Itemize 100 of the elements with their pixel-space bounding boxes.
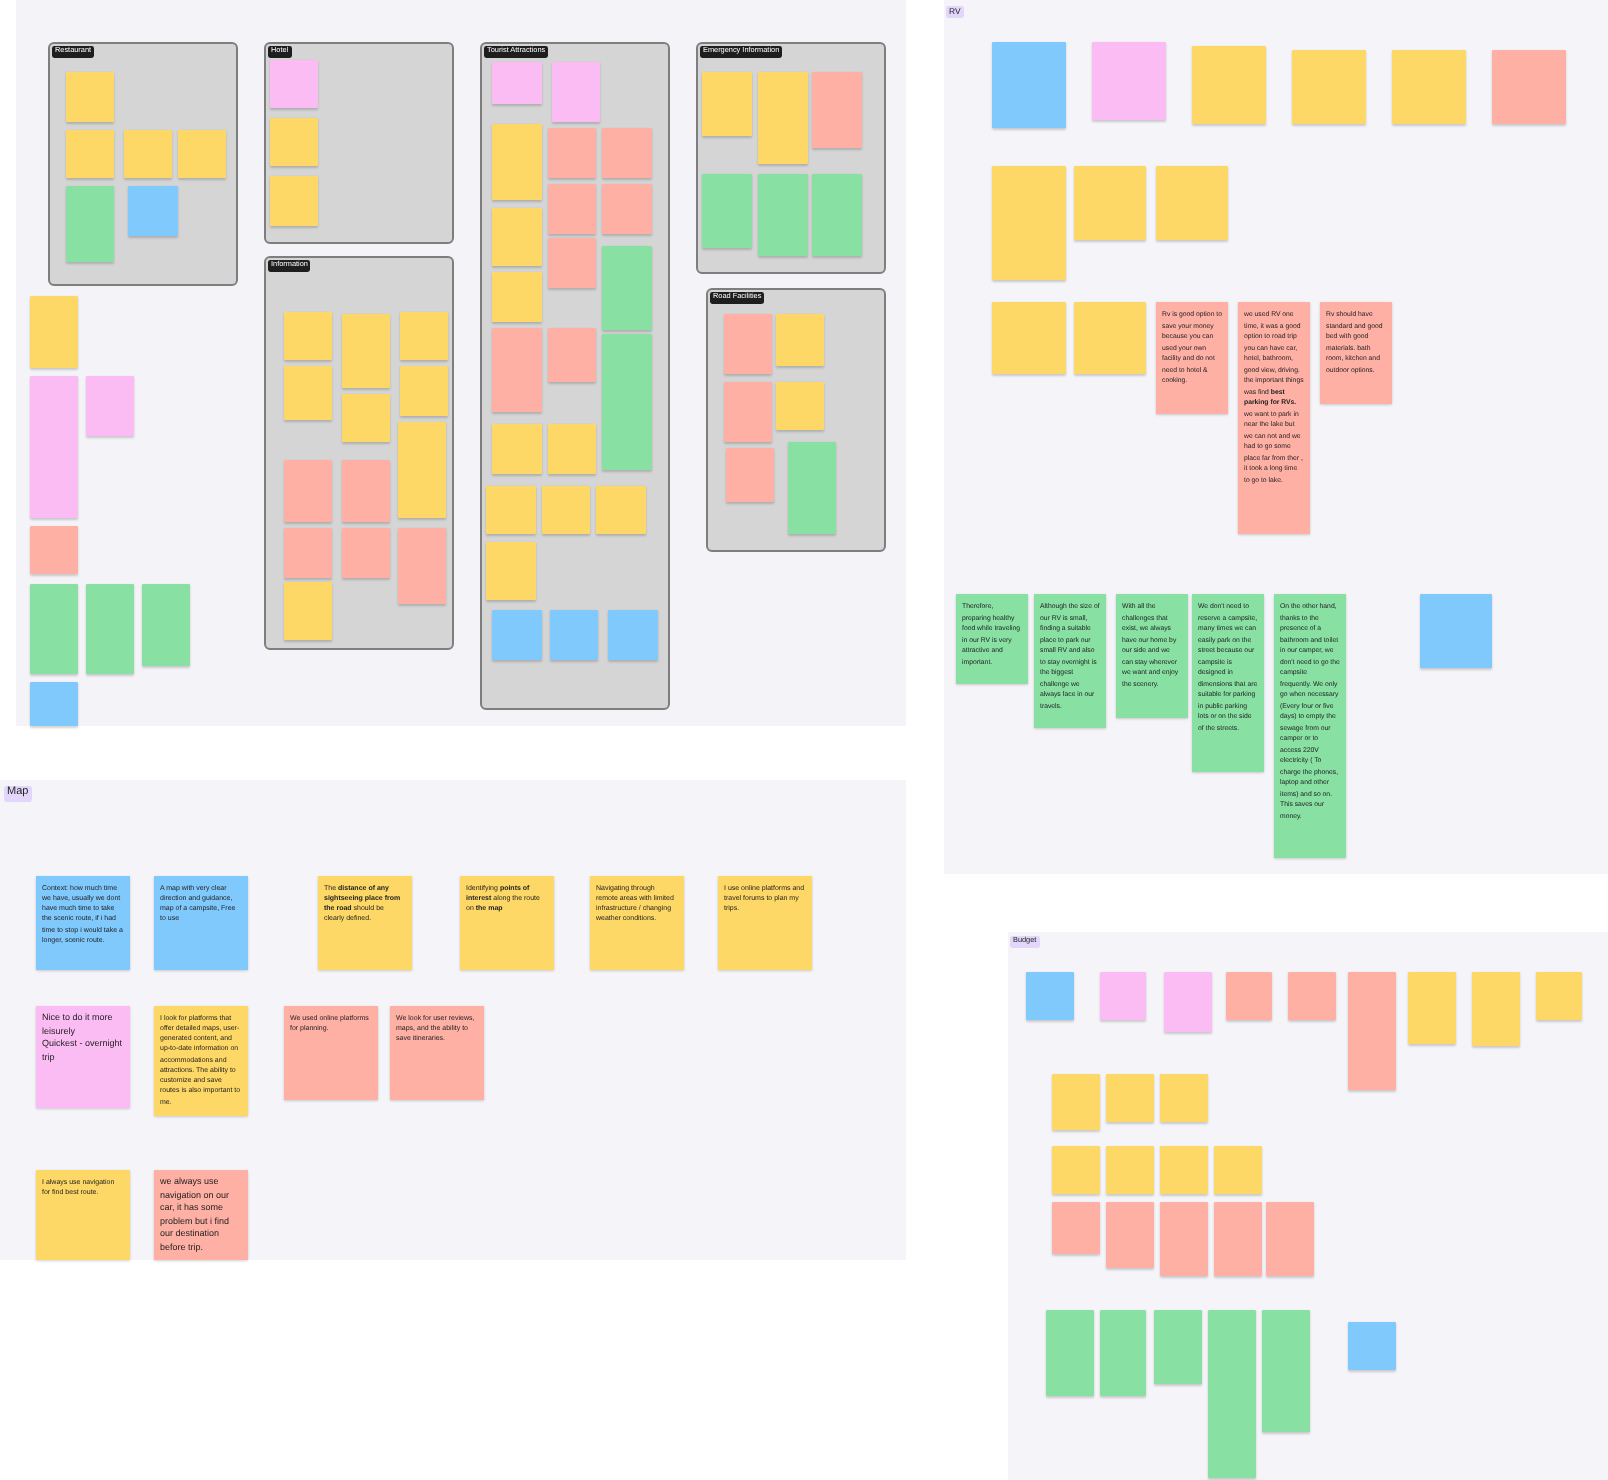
sticky-note	[66, 186, 115, 263]
sticky-note	[1348, 1322, 1396, 1370]
sticky-note	[1160, 1074, 1208, 1122]
sticky-note	[602, 128, 653, 179]
sticky-note	[1226, 972, 1272, 1020]
sticky-note	[596, 486, 647, 535]
sticky-note	[1034, 594, 1106, 728]
sticky-note	[1238, 302, 1310, 534]
sticky-note	[550, 610, 599, 661]
sticky-note	[30, 296, 78, 368]
section-frame	[706, 288, 886, 552]
sticky-note	[1100, 1310, 1146, 1396]
sticky-note	[1074, 166, 1146, 240]
sticky-note	[542, 486, 591, 535]
sticky-note	[1154, 1310, 1202, 1384]
sticky-note	[30, 584, 78, 674]
sticky-note	[492, 124, 543, 201]
sticky-note	[1472, 972, 1520, 1046]
sticky-note	[776, 382, 825, 431]
sticky-note	[1106, 1074, 1154, 1122]
sticky-note	[702, 174, 753, 249]
sticky-note	[1052, 1146, 1100, 1194]
sticky-note	[812, 174, 863, 257]
sticky-note	[178, 130, 227, 179]
section-frame	[696, 42, 886, 274]
sticky-note	[492, 424, 543, 475]
sticky-note	[548, 184, 597, 235]
sticky-note	[1160, 1202, 1208, 1276]
sticky-note	[30, 682, 78, 726]
sticky-note	[124, 130, 173, 179]
sticky-note	[758, 72, 809, 165]
sticky-note	[318, 876, 412, 970]
sticky-note	[1214, 1146, 1262, 1194]
sticky-note	[492, 610, 543, 661]
sticky-note	[270, 176, 319, 227]
sticky-note	[492, 328, 543, 413]
sticky-note	[1092, 42, 1166, 120]
sticky-note	[1106, 1146, 1154, 1194]
sticky-note	[1052, 1202, 1100, 1254]
sticky-note	[602, 334, 653, 471]
section-frame	[48, 42, 238, 286]
sticky-note	[1046, 1310, 1094, 1396]
sticky-note	[492, 272, 543, 323]
sticky-note	[1192, 46, 1266, 124]
sticky-note	[154, 1170, 248, 1260]
sticky-note	[718, 876, 812, 970]
sticky-note	[36, 1006, 130, 1108]
sticky-note	[992, 166, 1066, 280]
sticky-note	[724, 314, 773, 375]
sticky-note	[1160, 1146, 1208, 1194]
sticky-note	[154, 876, 248, 970]
sticky-note	[1420, 594, 1492, 668]
sticky-note	[812, 72, 863, 149]
board-panel	[0, 780, 906, 1260]
sticky-note	[66, 72, 115, 123]
sticky-note	[788, 442, 837, 535]
sticky-note	[1392, 50, 1466, 124]
sticky-note	[284, 366, 333, 421]
sticky-note	[1208, 1310, 1256, 1478]
sticky-note	[284, 1006, 378, 1100]
sticky-note	[1292, 50, 1366, 124]
sticky-note	[552, 62, 601, 123]
sticky-note	[1408, 972, 1456, 1044]
sticky-note	[590, 876, 684, 970]
sticky-note	[602, 246, 653, 331]
sticky-note	[36, 876, 130, 970]
sticky-note	[758, 174, 809, 257]
sticky-note	[492, 208, 543, 267]
sticky-note	[1100, 972, 1146, 1020]
sticky-note	[992, 302, 1066, 374]
sticky-note	[1262, 1310, 1310, 1432]
sticky-note	[776, 314, 825, 367]
sticky-note	[1536, 972, 1582, 1020]
sticky-note	[342, 460, 391, 523]
sticky-note	[726, 448, 775, 503]
section-frame	[264, 256, 454, 650]
sticky-note	[1192, 594, 1264, 772]
sticky-note	[284, 312, 333, 361]
sticky-note	[284, 582, 333, 641]
sticky-note	[548, 238, 597, 289]
sticky-note	[1492, 50, 1566, 124]
sticky-note	[390, 1006, 484, 1100]
sticky-note	[702, 72, 753, 137]
sticky-note	[1214, 1202, 1262, 1276]
sticky-note	[1106, 1202, 1154, 1268]
sticky-note	[128, 186, 179, 237]
board-panel	[1008, 932, 1608, 1480]
sticky-note	[342, 394, 391, 443]
sticky-note	[486, 542, 537, 601]
sticky-note	[36, 1170, 130, 1260]
sticky-note	[30, 376, 78, 518]
board-panel	[944, 0, 1608, 874]
sticky-note	[1026, 972, 1074, 1020]
sticky-note	[602, 184, 653, 235]
sticky-note	[30, 526, 78, 574]
sticky-note	[86, 376, 134, 436]
sticky-note	[486, 486, 537, 535]
sticky-note	[398, 528, 447, 605]
sticky-note	[284, 460, 333, 523]
sticky-note	[1348, 972, 1396, 1090]
